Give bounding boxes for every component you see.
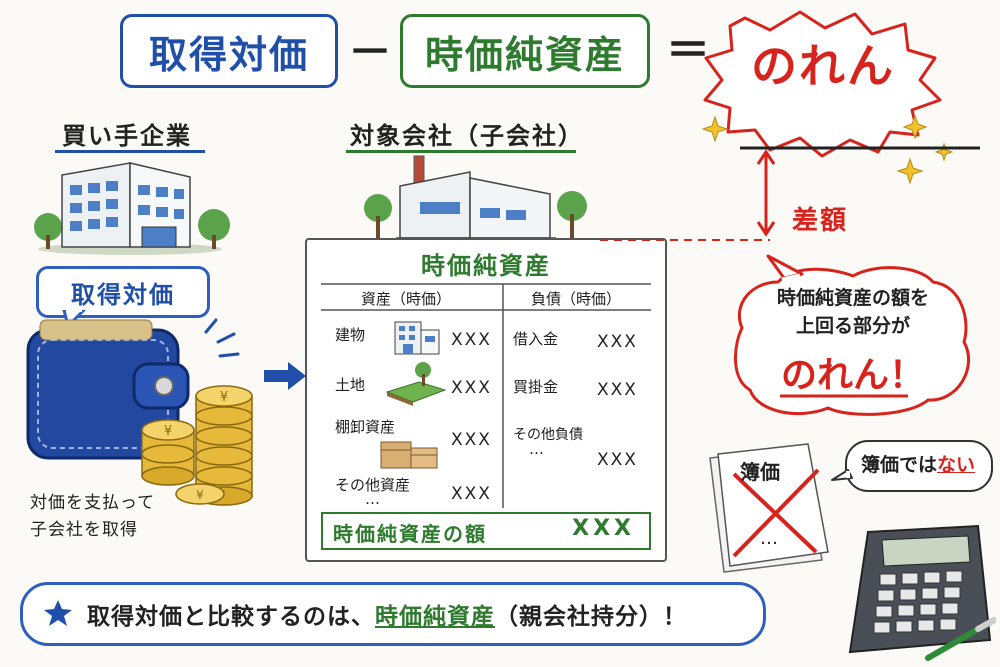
liabilities-header: 負債（時価） bbox=[531, 290, 622, 308]
asset-label-building: 建物 bbox=[335, 326, 366, 344]
explanation-line1: 時価純資産の額を bbox=[776, 287, 929, 309]
yen-coins-icon: ¥ ¥ ¥ bbox=[141, 385, 253, 506]
summary-bar: 取得対価と比較するのは、時価純資産（親会社持分）！ bbox=[20, 582, 766, 646]
liability-value-payables: XXX bbox=[597, 380, 638, 400]
summary-text: 取得対価と比較するのは、時価純資産（親会社持分）！ bbox=[87, 597, 687, 631]
star-icon bbox=[44, 600, 72, 626]
explanation-line2: 上回る部分が bbox=[795, 315, 910, 337]
sparkle-icon bbox=[934, 142, 954, 162]
calculator-icon bbox=[848, 524, 996, 661]
liability-label-other: その他負債 bbox=[513, 427, 583, 443]
buyer-title-underline bbox=[55, 150, 205, 153]
explanation-bubble: 時価純資産の額を 上回る部分が のれん！ bbox=[737, 272, 969, 412]
book-value-note-text: 簿価ではない bbox=[838, 450, 998, 477]
summary-highlight: 時価純資産 bbox=[375, 604, 495, 630]
balance-sheet-lines bbox=[321, 283, 651, 508]
liability-value-other: XXX bbox=[597, 450, 638, 470]
asset-label-inventory: 棚卸資産 bbox=[335, 418, 396, 436]
book-value-note-prefix: 簿価では bbox=[860, 454, 937, 476]
explanation-bubble-shape bbox=[733, 254, 971, 416]
difference-label: 差額 bbox=[792, 206, 849, 236]
right-arrow-icon bbox=[264, 362, 306, 390]
buyer-caption: 対価を支払って 子会社を取得 bbox=[30, 490, 155, 544]
balance-sheet-title: 時価純資産 bbox=[421, 252, 551, 280]
acquisition-cost-box: 取得対価 bbox=[120, 14, 338, 88]
buyer-title: 買い手企業 bbox=[62, 122, 192, 150]
buyer-caption-line1: 対価を支払って bbox=[30, 493, 156, 513]
balance-sheet: 時価純資産 資産（時価） 負債（時価） 建物 XXX 土地 XXX 棚卸資産 X… bbox=[305, 238, 667, 562]
factory-icon bbox=[364, 155, 587, 239]
explanation-text: 時価純資産の額を 上回る部分が bbox=[737, 284, 969, 340]
motion-lines bbox=[204, 318, 240, 358]
difference-indicator bbox=[600, 149, 776, 241]
book-value-document-crossed bbox=[709, 443, 829, 573]
svg-text:¥: ¥ bbox=[164, 424, 172, 439]
fair-value-net-assets-box: 時価純資産 bbox=[400, 14, 650, 88]
book-value-doc-ellipsis: … bbox=[760, 528, 778, 549]
office-building-icon bbox=[34, 162, 230, 255]
asset-ellipsis-other: … bbox=[365, 490, 380, 508]
liability-value-borrowings: XXX bbox=[597, 332, 638, 352]
pen-icon bbox=[925, 617, 996, 661]
minus-sign: － bbox=[348, 27, 392, 78]
net-assets-total-label: 時価純資産の額 bbox=[333, 522, 487, 546]
sparkle-icon bbox=[701, 115, 729, 143]
liability-ellipsis-other: … bbox=[529, 440, 544, 458]
book-value-note: 簿価ではない bbox=[830, 438, 990, 492]
target-title-underline bbox=[346, 150, 576, 153]
fair-value-net-assets-label: 時価純資産 bbox=[424, 32, 625, 77]
asset-label-land: 土地 bbox=[335, 376, 366, 394]
svg-text:¥: ¥ bbox=[220, 390, 228, 405]
wallet-coins-illustration: ¥ ¥ ¥ bbox=[26, 318, 253, 506]
book-value-note-shape bbox=[831, 440, 993, 492]
goodwill-burst-shape bbox=[703, 10, 942, 158]
buyer-caption-line2: 子会社を取得 bbox=[30, 520, 138, 540]
sparkle-icon bbox=[896, 157, 924, 185]
land-icon bbox=[385, 362, 447, 406]
target-title: 対象会社（子会社） bbox=[350, 122, 584, 150]
summary-prefix: 取得対価と比較するのは、 bbox=[87, 604, 375, 630]
book-value-doc-label: 簿価 bbox=[740, 460, 780, 484]
liability-label-borrowings: 借入金 bbox=[513, 330, 559, 348]
net-assets-total-value: XXX bbox=[572, 516, 635, 541]
asset-value-other: XXX bbox=[451, 484, 492, 504]
net-assets-total-row: 時価純資産の額 XXX bbox=[321, 512, 651, 550]
equals-sign: ＝ bbox=[666, 25, 710, 76]
asset-label-other: その他資産 bbox=[335, 476, 411, 494]
liability-label-payables: 買掛金 bbox=[513, 378, 559, 396]
acquisition-cost-label: 取得対価 bbox=[148, 32, 309, 77]
explanation-emphasis: のれん！ bbox=[780, 355, 925, 396]
svg-text:¥: ¥ bbox=[196, 488, 204, 502]
asset-value-building: XXX bbox=[451, 330, 492, 350]
assets-header: 資産（時価） bbox=[361, 290, 452, 308]
inventory-boxes-icon bbox=[380, 441, 438, 469]
wallet-icon bbox=[26, 319, 190, 460]
asset-value-inventory: XXX bbox=[451, 430, 492, 450]
asset-value-land: XXX bbox=[451, 378, 492, 398]
building-small-icon bbox=[394, 321, 440, 355]
goodwill-label: のれん bbox=[751, 39, 895, 93]
goodwill-burst bbox=[701, 10, 980, 185]
book-value-note-emphasis: ない bbox=[937, 454, 976, 476]
buyer-callout-label: 取得対価 bbox=[71, 280, 175, 309]
sparkle-icon bbox=[902, 114, 928, 140]
summary-suffix: （親会社持分）！ bbox=[495, 604, 687, 630]
